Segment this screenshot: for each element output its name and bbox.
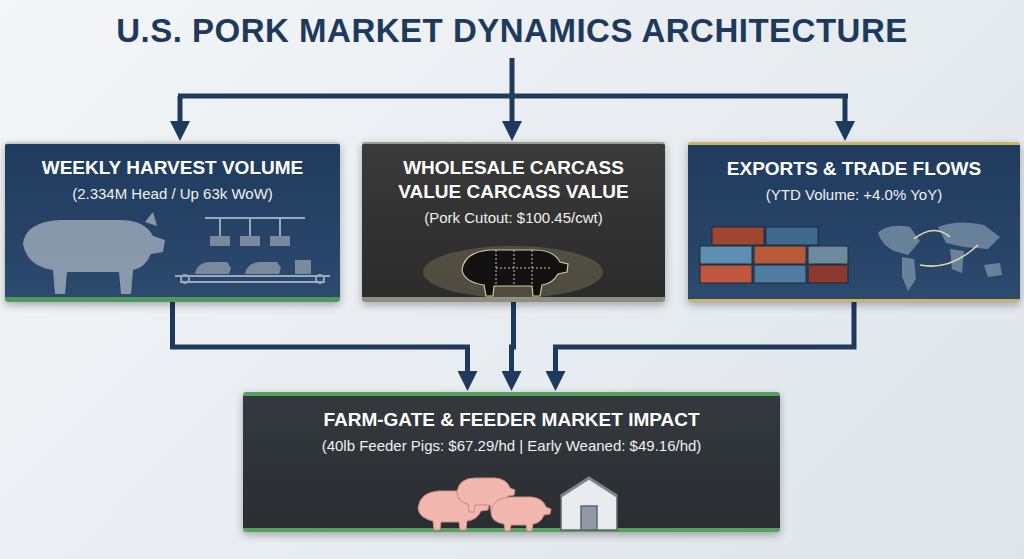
box-heading: WHOLESALE CARCASS VALUE CARCASS VALUE	[372, 156, 655, 204]
box-figure: (Pork Cutout: $100.45/cwt)	[372, 208, 655, 228]
box-heading: EXPORTS & TRADE FLOWS	[698, 157, 1010, 181]
carcass-value-box: WHOLESALE CARCASS VALUE CARCASS VALUE (Po…	[362, 142, 665, 302]
box-figure: (YTD Volume: +4.0% YoY)	[698, 185, 1010, 205]
box-heading: FARM-GATE & FEEDER MARKET IMPACT	[253, 408, 770, 432]
flow-connector	[556, 302, 855, 382]
exports-trade-box: EXPORTS & TRADE FLOWS (YTD Volume: +4.0% …	[688, 142, 1020, 302]
flow-connector	[173, 302, 468, 382]
box-figure: (2.334M Head / Up 63k WoW)	[15, 184, 330, 204]
box-figure: (40lb Feeder Pigs: $67.29/hd | Early Wea…	[253, 436, 770, 456]
harvest-volume-box: WEEKLY HARVEST VOLUME (2.334M Head / Up 6…	[5, 142, 340, 302]
farm-gate-impact-box: FARM-GATE & FEEDER MARKET IMPACT (40lb Fe…	[243, 392, 780, 532]
box-heading: WEEKLY HARVEST VOLUME	[15, 156, 330, 180]
diagram-title: U.S. PORK MARKET DYNAMICS ARCHITECTURE	[0, 12, 1024, 50]
flow-connector	[512, 302, 514, 382]
